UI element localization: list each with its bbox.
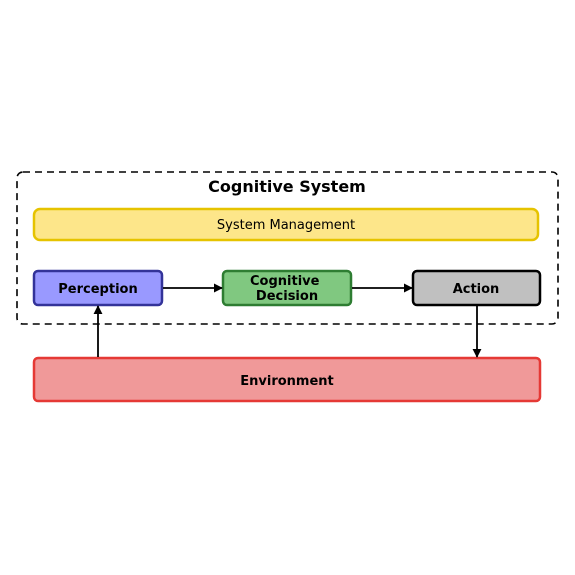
perception-label: Perception bbox=[58, 282, 137, 297]
perception-box bbox=[32, 269, 164, 307]
cognitive-system-title: Cognitive System bbox=[208, 177, 366, 196]
cognitive-decision-box bbox=[221, 269, 353, 307]
system-management-box bbox=[32, 207, 540, 242]
cognitive-decision-label: Cognitive Decision bbox=[250, 274, 324, 304]
cognitive-system-container bbox=[16, 171, 559, 325]
action-box bbox=[411, 269, 542, 307]
cognitive-decision-line2: Decision bbox=[256, 289, 318, 304]
environment-box bbox=[32, 356, 542, 403]
environment-label: Environment bbox=[240, 374, 334, 389]
cognitive-decision-line1: Cognitive bbox=[250, 274, 320, 289]
action-label: Action bbox=[453, 282, 500, 297]
system-management-label: System Management bbox=[217, 218, 355, 233]
